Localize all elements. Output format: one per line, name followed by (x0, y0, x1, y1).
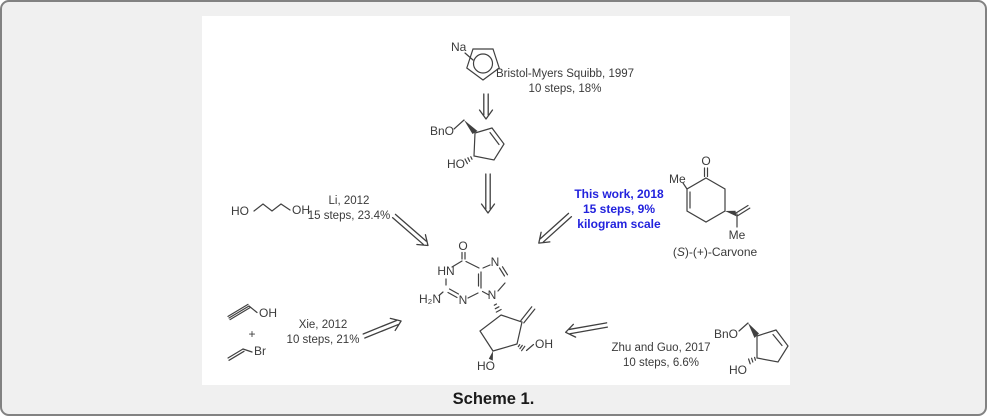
bond (464, 52, 474, 61)
route-line-2: 10 steps, 18% (528, 82, 602, 95)
route-line-1: Xie, 2012 (298, 319, 348, 331)
atom-label-na: Na (451, 40, 467, 54)
retro-arrow-xie (362, 317, 402, 339)
atom-label-bno: BnO (430, 124, 454, 138)
carbonyl-double-bond (461, 251, 466, 260)
route-line-3: kilogram scale (577, 217, 661, 231)
carvone-name-stereo: S (676, 245, 685, 259)
route-label-xie: Xie, 2012 10 steps, 21% (258, 318, 388, 347)
carvone-name-open: ( (672, 245, 677, 259)
methylene-double-bond (735, 204, 751, 217)
route-line-1: Li, 2012 (328, 195, 370, 207)
atom-label-me-isopropenyl: Me (729, 228, 746, 242)
wedge-bond (725, 210, 737, 217)
molecule-allyl-bromide: Br (227, 344, 266, 361)
double-bond (498, 266, 509, 277)
cyclohexenone-ring (686, 177, 726, 223)
bond (438, 291, 444, 297)
molecule-propanediol: HO OH (231, 203, 310, 218)
cyclopentane-ring (479, 314, 523, 352)
bond (738, 322, 749, 332)
aromatic-circle (472, 53, 494, 74)
bond (453, 119, 465, 130)
atom-label-oh: OH (535, 337, 553, 351)
molecule-sodium-cyclopentadienide: Na (451, 40, 500, 81)
hash-wedge (493, 303, 502, 313)
molecule-entecavir: O HN H₂N N N N OH HO (419, 239, 553, 373)
scheme-panel (202, 16, 790, 385)
route-label-li: Li, 2012 15 steps, 23.4% (279, 194, 419, 223)
chain (253, 203, 291, 212)
atom-label-n9: N (488, 288, 497, 302)
double-bond (227, 348, 245, 361)
atom-label-o: O (701, 154, 710, 168)
hash-wedge (517, 344, 526, 352)
double-bond (447, 288, 460, 299)
atom-label-h2n: H₂N (419, 292, 441, 306)
retro-arrow-top-1 (478, 93, 494, 120)
route-label-this-work: This work, 2018 15 steps, 9% kilogram sc… (549, 187, 689, 232)
double-bond (489, 131, 500, 146)
hash-wedge (748, 356, 756, 365)
route-line-1: Bristol-Myers Squibb, 1997 (495, 68, 635, 80)
retro-arrow-this-work (538, 212, 573, 244)
imidazole-ring-bonds (481, 264, 506, 296)
molecule-propargyl-alcohol: OH (227, 303, 277, 321)
wedge-bond (748, 323, 759, 338)
molecule-bn-cyclopentenol-bottom: BnO HO (714, 322, 789, 377)
route-line-1: Zhu and Guo, 2017 (611, 342, 711, 354)
atom-label-hn: HN (437, 264, 454, 278)
bond (682, 182, 688, 190)
retro-arrow-li (391, 213, 429, 247)
molecule-bn-cyclopentenol-top: BnO HO (430, 119, 505, 171)
atom-label-br: Br (254, 344, 266, 358)
carbonyl-double-bond (703, 167, 709, 178)
bond (248, 305, 258, 314)
atom-label-ho: HO (447, 157, 465, 171)
hash-wedge (464, 156, 473, 165)
atom-label-ho: HO (231, 204, 249, 218)
bond (242, 348, 253, 353)
methylene-double-bond (520, 306, 536, 324)
triple-bond (227, 303, 251, 321)
atom-label-bno: BnO (714, 327, 738, 341)
carvone-name-rest: )-(+)-Carvone (684, 245, 758, 259)
route-line-1: This work, 2018 (574, 187, 664, 201)
route-label-bristol-myers-squibb: Bristol-Myers Squibb, 1997 10 steps, 18% (480, 67, 650, 96)
route-label-zhu-guo: Zhu and Guo, 2017 10 steps, 6.6% (596, 341, 726, 370)
atom-label-oh: OH (259, 306, 277, 320)
retro-arrow-zhu-guo (564, 322, 609, 338)
atom-label-n7: N (491, 255, 500, 269)
route-line-2: 15 steps, 23.4% (307, 209, 391, 222)
atom-label-me-ring: Me (669, 172, 686, 186)
route-line-2: 10 steps, 6.6% (622, 356, 700, 369)
atom-label-ho: HO (729, 363, 747, 377)
retro-arrow-top-2 (480, 173, 496, 214)
cyclopentene-ring (756, 329, 789, 363)
atom-label-o: O (458, 239, 467, 253)
atom-label-oh: OH (292, 203, 310, 217)
atom-label-n3: N (459, 293, 468, 307)
molecule-carvone: O Me Me (669, 154, 751, 242)
plus-sign: + (248, 327, 255, 341)
wedge-bond (488, 351, 493, 361)
double-bond (772, 333, 783, 347)
pyrimidine-ring-bonds (445, 260, 482, 299)
atom-label-ho: HO (477, 359, 495, 373)
route-line-2: 10 steps, 21% (286, 333, 360, 346)
carvone-name-label: (S)-(+)-Carvone (650, 245, 780, 259)
scheme-caption: Scheme 1. (452, 390, 535, 408)
wedge-bond (464, 120, 478, 134)
cyclopentene-ring (473, 127, 505, 161)
bond (525, 343, 535, 352)
route-line-2: 15 steps, 9% (582, 202, 656, 216)
cyclopentadienyl-ring (466, 48, 500, 81)
